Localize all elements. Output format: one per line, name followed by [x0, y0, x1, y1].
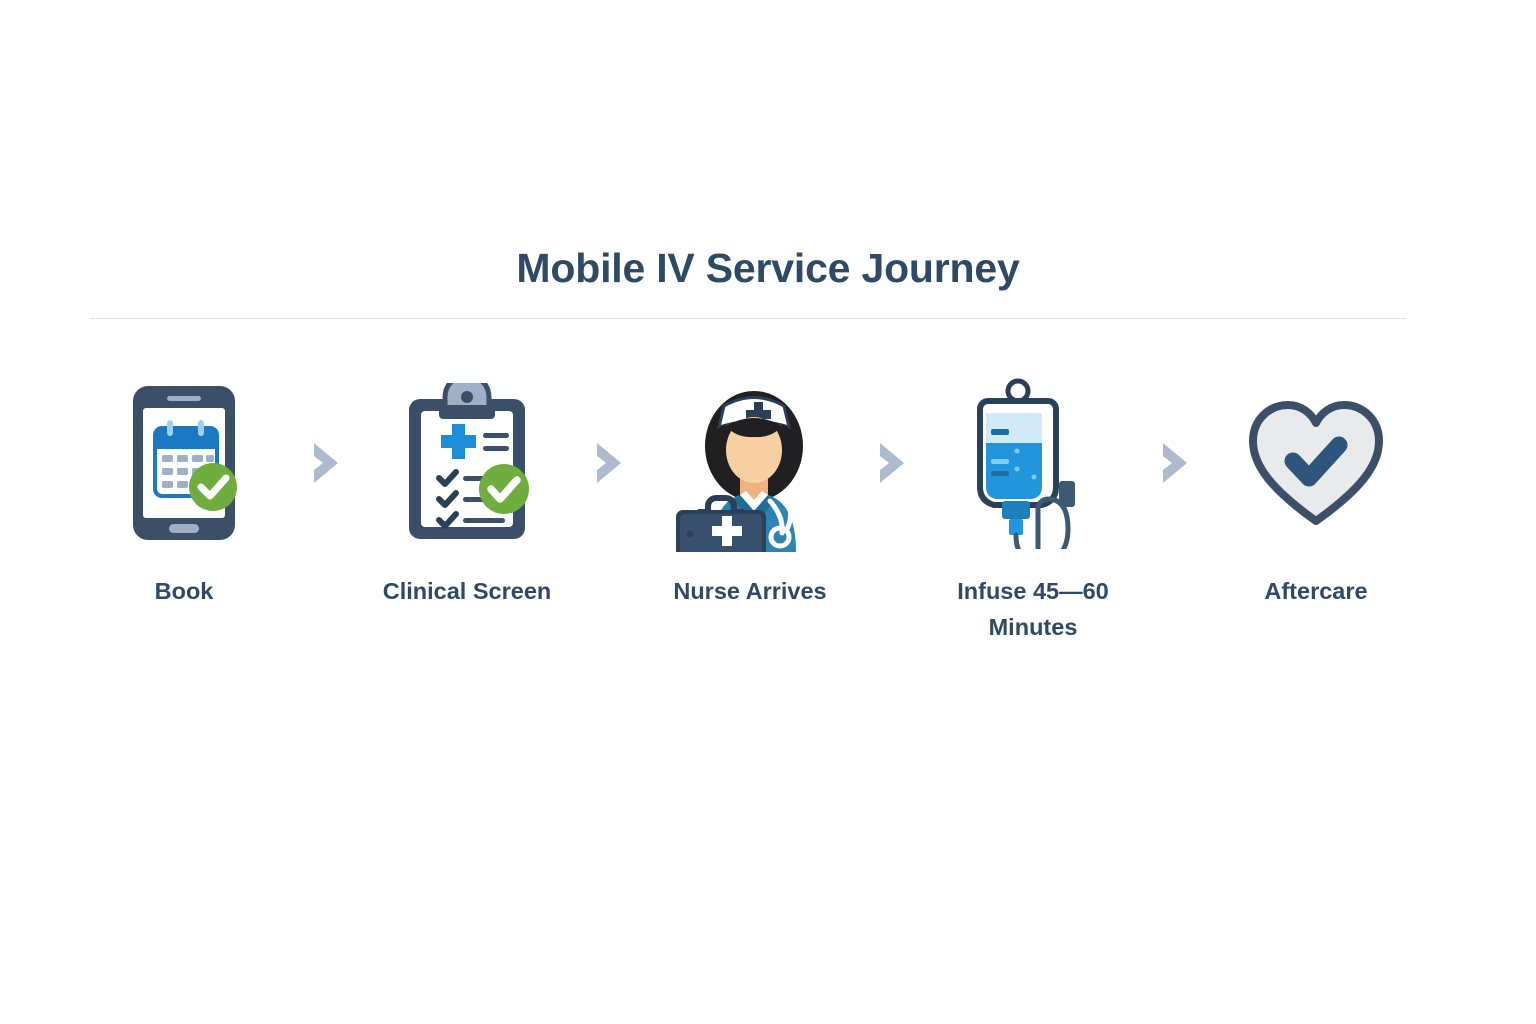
chevron-right-icon [297, 368, 355, 558]
page-title: Mobile IV Service Journey [516, 245, 1020, 291]
flow-step-label: Clinical Screen [382, 578, 552, 604]
service-journey-flow: Book [90, 368, 1410, 668]
flow-step-label: Nurse Arrives [673, 578, 827, 604]
heart-check-icon [1222, 368, 1410, 558]
flow-step-aftercare[interactable]: Aftercare [1222, 368, 1410, 610]
iv-drip-bag-icon [939, 368, 1127, 558]
chevron-right-icon [863, 368, 921, 558]
flow-step-label: Infuse 45—60 Minutes [957, 578, 1109, 640]
chevron-right-icon [1146, 368, 1204, 558]
flow-step-label: Book [154, 578, 214, 604]
flow-step-infuse[interactable]: Infuse 45—60 Minutes [939, 368, 1127, 645]
flow-step-nurse-arrives[interactable]: Nurse Arrives [656, 368, 844, 610]
phone-calendar-check-icon [90, 368, 278, 558]
flow-step-clinical-screen[interactable]: Clinical Screen [373, 368, 561, 610]
flow-step-book[interactable]: Book [90, 368, 278, 610]
clipboard-checklist-check-icon [373, 368, 561, 558]
flow-step-label: Aftercare [1264, 578, 1368, 604]
chevron-right-icon [580, 368, 638, 558]
title-divider [90, 318, 1406, 319]
page-title-container: Mobile IV Service Journey [0, 245, 1536, 291]
nurse-with-medical-bag-icon [656, 368, 844, 558]
